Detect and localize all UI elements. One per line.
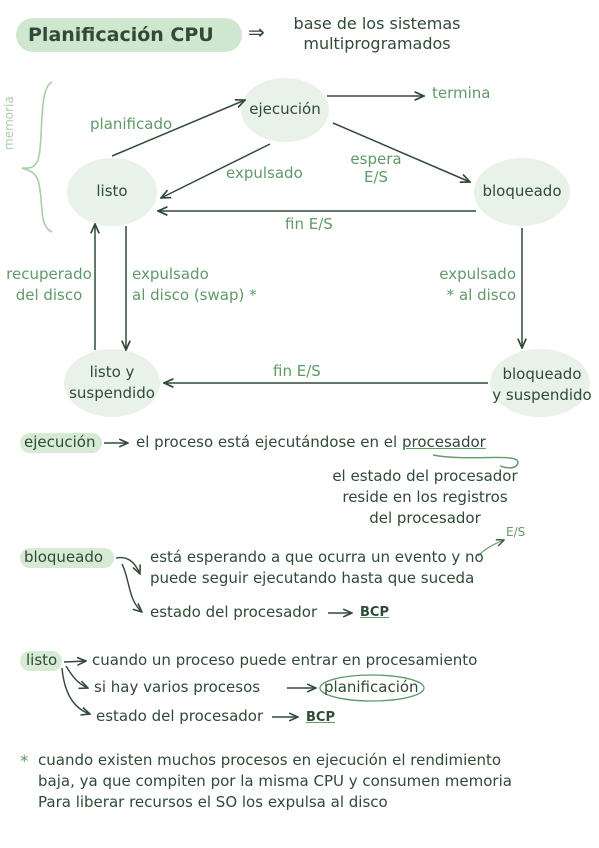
note-listo-item1: cuando un proceso puede entrar en proces… [92,651,478,669]
arrow-bloqueado-2 [121,563,142,612]
node-bloqueado-bg [474,158,570,226]
header-subtitle-line2: multiprogramados [303,34,451,53]
note-bloqueado-es-tag: E/S [506,525,526,539]
node-listo-bg [67,158,157,226]
header-arrow: ⇒ [248,20,265,44]
arrow-bloqueado-1 [115,556,140,574]
footnote-line2: baja, ya que compiten por la misma CPU y… [38,772,512,790]
note-listo-bcp: BCP [306,710,335,725]
node-bloqueado-suspendido-bg [490,349,590,417]
footnote-star: * [20,752,29,772]
note-bloqueado-estado: estado del procesador [150,603,318,621]
node-listo-suspendido-bg [64,349,160,417]
node-listo-suspendido: listo y suspendido [62,362,162,404]
edge-expulsado-disco-right-line1: expulsado [439,265,516,283]
note-ejecucion-def-prefix: el proceso está ejecutándose en el [136,433,402,451]
note-listo-term: listo [26,651,58,669]
note-bloqueado-def: está esperando a que ocurra un evento y … [150,547,484,589]
highlight-listo [20,651,62,671]
node-bloqueado-suspendido-line1: bloqueado [502,365,582,383]
edge-expulsado-disco-left: expulsado al disco (swap) * [132,264,257,306]
edge-expulsado-disco-left-line1: expulsado [132,265,209,283]
edge-expulsado-disco-right-line2: * al disco [446,286,516,304]
note-bloqueado-bcp: BCP [360,605,389,620]
note-bloqueado-term: bloqueado [24,548,104,566]
note-ejecucion-sub-line1: el estado del procesador [332,467,518,485]
edge-recuperado-line1: recuperado [6,265,92,283]
note-ejecucion-procesador: procesador [401,433,486,451]
memoria-label: memoria [2,96,16,150]
arrow-espera-es [332,122,470,182]
header-subtitle: base de los sistemas multiprogramados [282,14,472,54]
node-ejecucion-bg [241,78,329,142]
node-bloqueado: bloqueado [482,182,562,200]
curve-procesador [432,454,519,469]
arrow-listo-2 [65,665,88,688]
edge-recuperado: recuperado del disco [6,264,92,306]
arrow-listo-1 [63,661,86,662]
highlight-bloqueado [20,548,114,568]
edge-espera-line2: E/S [363,168,389,186]
node-ejecucion: ejecución [249,100,321,118]
note-ejecucion-sub-line2: reside en los registros [342,488,508,506]
note-ejecucion-term: ejecución [24,433,96,451]
edge-recuperado-line2: del disco [15,286,83,304]
arrow-expulsado [161,143,271,198]
page-title: Planificación CPU [28,24,214,46]
node-listo: listo [96,182,128,200]
edge-expulsado: expulsado [226,164,303,182]
note-ejecucion-sub-line3: del procesador [369,509,481,527]
note-ejecucion-sub: el estado del procesador reside en los r… [300,466,550,529]
note-bloqueado-def-line1: está esperando a que ocurra un evento y … [150,548,484,566]
header-subtitle-line1: base de los sistemas [293,14,461,33]
note-listo-planificacion: planificación [324,678,419,696]
edge-fin-es-bottom: fin E/S [273,362,321,380]
title-highlight [16,18,242,52]
footnote-text: cuando existen muchos procesos en ejecuc… [38,750,512,813]
footnote-line3: Para liberar recursos el SO los expulsa … [38,793,388,811]
node-listo-suspendido-line2: suspendido [69,384,155,402]
arrow-listo-3 [61,667,90,714]
node-bloqueado-suspendido-line2: y suspendido [492,386,592,404]
edge-expulsado-disco-left-line2: al disco (swap) * [132,286,257,304]
note-ejecucion-def: el proceso está ejecutándose en el proce… [136,432,486,453]
note-listo-item2: si hay varios procesos [94,678,261,696]
note-bloqueado-def-line2: puede seguir ejecutando hasta que suceda [150,569,475,587]
edge-espera-es: espera E/S [350,150,402,186]
memoria-brace [21,81,53,233]
edge-planificado: planificado [90,115,173,133]
highlight-ejecucion [20,433,102,453]
arrow-planificado [111,100,245,157]
footnote-line1: cuando existen muchos procesos en ejecuc… [38,751,502,769]
edge-termina: termina [432,84,491,102]
edge-expulsado-disco-right: expulsado * al disco [428,264,516,306]
node-bloqueado-suspendido: bloqueado y suspendido [488,364,596,406]
node-listo-suspendido-line1: listo y [89,363,135,381]
planificacion-circle [319,674,425,702]
edge-espera-line1: espera [350,150,402,168]
edge-fin-es-top: fin E/S [285,215,333,233]
note-listo-item3: estado del procesador [96,707,264,725]
arrow-es-tag [477,540,504,557]
